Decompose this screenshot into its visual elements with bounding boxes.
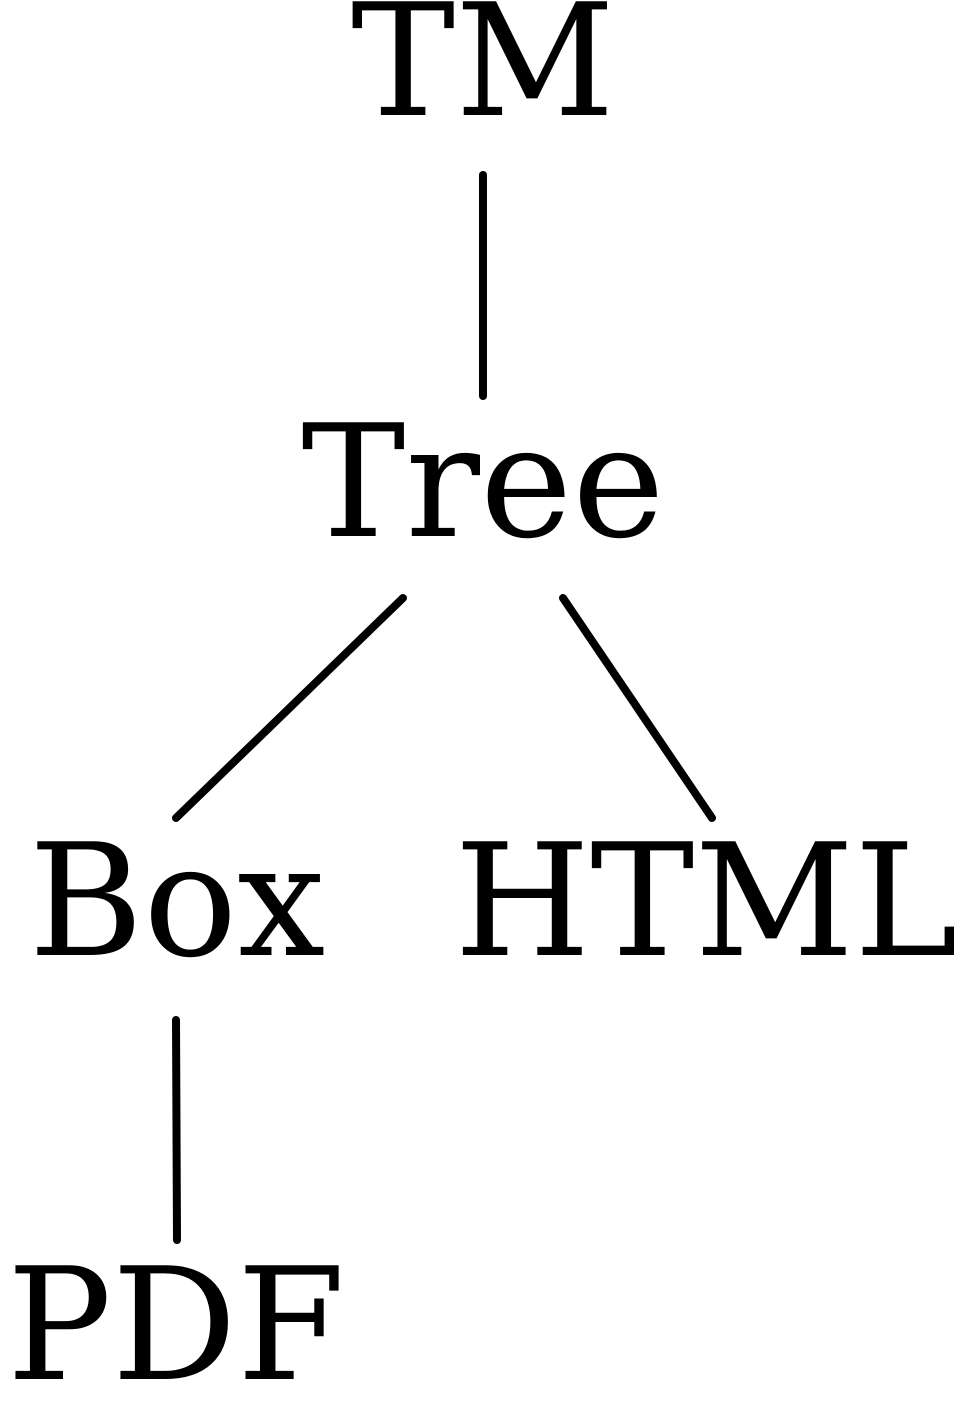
node-tree: Tree <box>301 391 665 573</box>
node-pdf: PDF <box>6 1234 346 1416</box>
node-html: HTML <box>454 810 958 992</box>
node-box: Box <box>28 810 326 992</box>
node-tm: TM <box>351 0 615 152</box>
edges-layer <box>172 171 716 1244</box>
edge-tree-box <box>172 594 407 822</box>
tree-diagram: TM Tree Box HTML PDF <box>7 0 958 1403</box>
edge-box-pdf <box>172 1016 181 1244</box>
edge-tree-html <box>559 594 716 822</box>
